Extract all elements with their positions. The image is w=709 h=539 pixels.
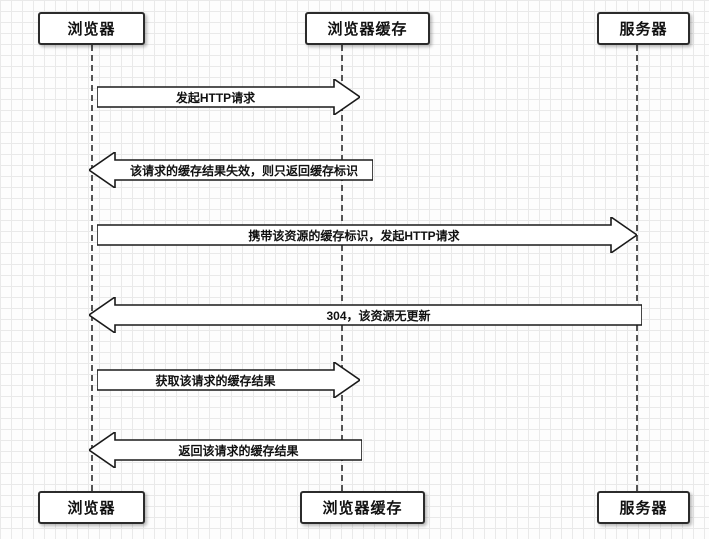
participant-server-top-label: 服务器 — [619, 21, 668, 38]
message-4-arrow: 304，该资源无更新 — [89, 297, 642, 333]
block-arrow-left-icon — [89, 152, 373, 188]
participant-cache-bottom-label: 浏览器缓存 — [322, 500, 403, 517]
message-4-label: 304，该资源无更新 — [326, 308, 431, 323]
participant-browser-top: 浏览器 — [38, 12, 145, 45]
message-2-arrow: 该请求的缓存结果失效，则只返回缓存标识 — [89, 152, 373, 188]
participant-browser-bottom-label: 浏览器 — [67, 500, 116, 517]
lifeline-cache — [341, 45, 343, 491]
message-5-arrow: 获取该请求的缓存结果 — [97, 362, 360, 398]
participant-cache-bottom: 浏览器缓存 — [300, 491, 425, 524]
block-arrow-left-icon — [89, 297, 642, 333]
participant-cache-top-label: 浏览器缓存 — [327, 21, 408, 38]
message-1-label: 发起HTTP请求 — [175, 90, 256, 105]
message-6-label: 返回该请求的缓存结果 — [178, 443, 299, 458]
block-arrow-right-icon — [97, 217, 637, 253]
participant-server-bottom: 服务器 — [597, 491, 690, 524]
message-6-arrow: 返回该请求的缓存结果 — [89, 432, 362, 468]
participant-server-bottom-label: 服务器 — [619, 500, 668, 517]
block-arrow-right-icon — [97, 362, 360, 398]
participant-cache-top: 浏览器缓存 — [305, 12, 430, 45]
participant-browser-top-label: 浏览器 — [67, 21, 116, 38]
lifeline-server — [636, 45, 638, 491]
participant-server-top: 服务器 — [597, 12, 690, 45]
block-arrow-right-icon — [97, 79, 360, 115]
message-1-arrow: 发起HTTP请求 — [97, 79, 360, 115]
message-3-label: 携带该资源的缓存标识，发起HTTP请求 — [248, 228, 460, 243]
message-3-arrow: 携带该资源的缓存标识，发起HTTP请求 — [97, 217, 637, 253]
participant-browser-bottom: 浏览器 — [38, 491, 145, 524]
message-5-label: 获取该请求的缓存结果 — [155, 373, 276, 388]
message-2-label: 该请求的缓存结果失效，则只返回缓存标识 — [129, 163, 358, 178]
block-arrow-left-icon — [89, 432, 362, 468]
lifeline-browser — [91, 45, 93, 491]
